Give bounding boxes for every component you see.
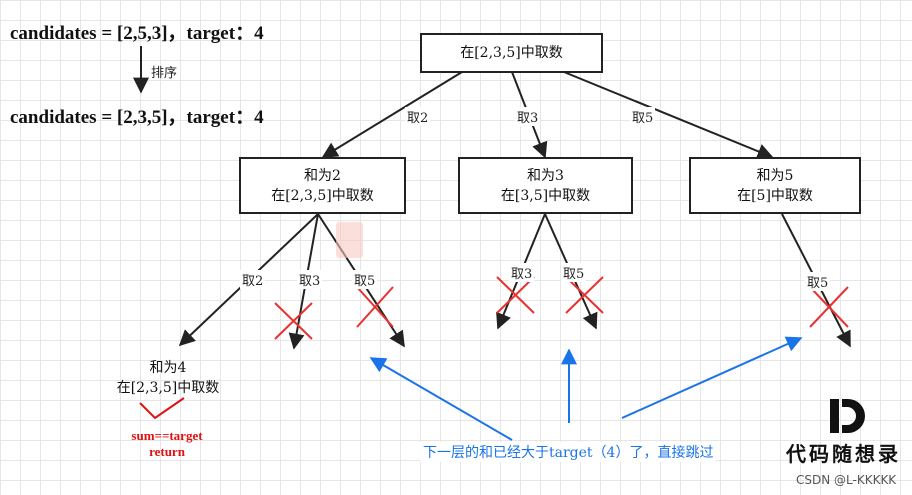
node-sum3-line1: 和为3: [527, 167, 564, 184]
result-line1: sum==target: [131, 428, 203, 443]
cross-take5-sum3: [565, 276, 604, 314]
edge-root-sum2: [321, 71, 463, 158]
root-node-label: 在[2,3,5]中取数: [460, 45, 563, 61]
leaf-node-line1: 和为4: [149, 360, 187, 376]
sort-label: 排序: [151, 66, 178, 81]
candidates-original: candidates = [2,5,3]，target：4: [10, 23, 264, 44]
edge-label-root-take5: 取5: [630, 107, 656, 126]
result-text: sum==target return: [112, 428, 222, 460]
root-node: 在[2,3,5]中取数: [420, 33, 603, 73]
node-sum2-line2: 在[2,3,5]中取数: [271, 187, 374, 204]
csdn-watermark: CSDN @L-KKKKK: [796, 473, 897, 487]
node-sum2-line1: 和为2: [304, 167, 341, 184]
cross-take5-sum5: [809, 286, 849, 328]
edge-root-sum5: [563, 71, 774, 159]
note-arrow-left: [369, 357, 513, 441]
edge-label-sum3-take5: 取5: [561, 263, 587, 282]
leaf-node-sum4: 和为4 在[2,3,5]中取数: [108, 358, 228, 398]
node-sum3-line2: 在[3,5]中取数: [500, 187, 591, 204]
result-line2: return: [149, 444, 185, 459]
edge-label-sum3-take3: 取3: [509, 263, 535, 282]
cross-take5-sum2: [356, 286, 394, 328]
node-sum5: 和为5 在[5]中取数: [689, 157, 861, 214]
edge-label-sum5-take5: 取5: [805, 272, 831, 291]
edge-label-sum2-take3: 取3: [297, 270, 323, 289]
node-sum3: 和为3 在[3,5]中取数: [458, 157, 633, 214]
cross-take3-sum3: [496, 276, 535, 314]
brand-logo-text: 代码随想录: [786, 442, 901, 466]
edge-label-root-take2: 取2: [405, 107, 431, 126]
skip-note: 下一层的和已经大于target（4）了，直接跳过: [420, 442, 717, 462]
node-sum5-line2: 在[5]中取数: [737, 187, 813, 204]
cross-take3-sum2: [274, 302, 313, 340]
candidates-sorted: candidates = [2,3,5]，target：4: [10, 107, 264, 128]
note-arrow-right: [621, 336, 803, 419]
logo-d-icon: [830, 399, 865, 433]
edge-label-root-take3: 取3: [515, 107, 541, 126]
node-sum5-line1: 和为5: [756, 167, 794, 184]
edge-label-sum2-take5: 取5: [352, 270, 378, 289]
leaf-node-line2: 在[2,3,5]中取数: [116, 380, 220, 396]
faint-watermark-icon: [336, 222, 363, 258]
check-mark: [139, 397, 185, 420]
edge-label-sum2-take2: 取2: [240, 270, 266, 289]
node-sum2: 和为2 在[2,3,5]中取数: [239, 157, 406, 214]
